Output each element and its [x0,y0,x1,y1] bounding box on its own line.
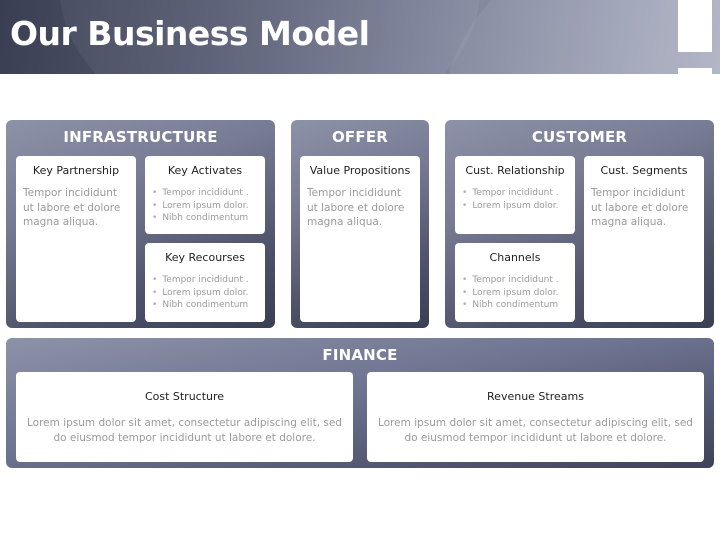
value-propositions-text: Tempor incididunt ut labore et dolore ma… [307,187,405,228]
infrastructure-title: INFRASTRUCTURE [63,128,218,146]
list-item: Nibh condimentum [152,212,263,225]
header-banner: Our Business Model [0,0,720,74]
value-propositions-card: Value Propositions Tempor incididunt ut … [300,156,420,322]
revenue-streams-title: Revenue Streams [487,390,584,403]
cost-structure-card: Cost Structure Lorem ipsum dolor sit ame… [16,372,353,462]
key-recourses-list: Tempor incididunt . Lorem ipsum dolor. N… [152,274,263,312]
cost-structure-title: Cost Structure [144,390,225,403]
cust-relationship-card: Cust. Relationship Tempor incididunt . L… [455,156,575,234]
customer-title: CUSTOMER [531,128,628,146]
list-item: Tempor incididunt . [152,187,263,200]
corner-decoration [678,0,712,52]
cust-relationship-list: Tempor incididunt . Lorem ipsum dolor. [462,187,573,212]
customer-section: CUSTOMER Cust. Relationship Tempor incid… [445,120,714,328]
finance-title: FINANCE [322,346,398,364]
cust-segments-title: Cust. Segments [600,164,688,177]
list-item: Nibh condimentum [152,299,263,312]
list-item: Tempor incididunt . [152,274,263,287]
cust-relationship-title: Cust. Relationship [465,164,565,177]
list-item: Tempor incididunt . [462,274,573,287]
infrastructure-section: INFRASTRUCTURE Key Partnership Tempor in… [6,120,275,328]
offer-section: OFFER Value Propositions Tempor incididu… [291,120,429,328]
cost-structure-text: Lorem ipsum dolor sit amet, consectetur … [27,417,342,444]
key-partnership-title: Key Partnership [32,164,120,177]
list-item: Lorem ipsum dolor. [152,200,263,213]
key-activates-title: Key Activates [167,164,243,177]
revenue-streams-text: Lorem ipsum dolor sit amet, consectetur … [378,417,693,444]
value-propositions-title: Value Propositions [309,164,411,177]
list-item: Lorem ipsum dolor. [152,287,263,300]
list-item: Lorem ipsum dolor. [462,287,573,300]
finance-section: FINANCE Cost Structure Lorem ipsum dolor… [6,338,714,468]
cust-segments-text: Tempor incididunt ut labore et dolore ma… [591,187,689,228]
list-item: Lorem ipsum dolor. [462,200,573,213]
list-item: Nibh condimentum [462,299,573,312]
channels-title: Channels [489,251,541,264]
channels-list: Tempor incididunt . Lorem ipsum dolor. N… [462,274,573,312]
revenue-streams-card: Revenue Streams Lorem ipsum dolor sit am… [367,372,704,462]
corner-decoration-strip [678,68,712,74]
key-partnership-card: Key Partnership Tempor incididunt ut lab… [16,156,136,322]
key-activates-list: Tempor incididunt . Lorem ipsum dolor. N… [152,187,263,225]
channels-card: Channels Tempor incididunt . Lorem ipsum… [455,243,575,322]
key-recourses-card: Key Recourses Tempor incididunt . Lorem … [145,243,265,322]
key-activates-card: Key Activates Tempor incididunt . Lorem … [145,156,265,234]
list-item: Tempor incididunt . [462,187,573,200]
cust-segments-card: Cust. Segments Tempor incididunt ut labo… [584,156,704,322]
offer-title: OFFER [331,128,389,146]
key-partnership-text: Tempor incididunt ut labore et dolore ma… [23,187,121,228]
key-recourses-title: Key Recourses [165,251,245,264]
page-title: Our Business Model [10,14,370,53]
